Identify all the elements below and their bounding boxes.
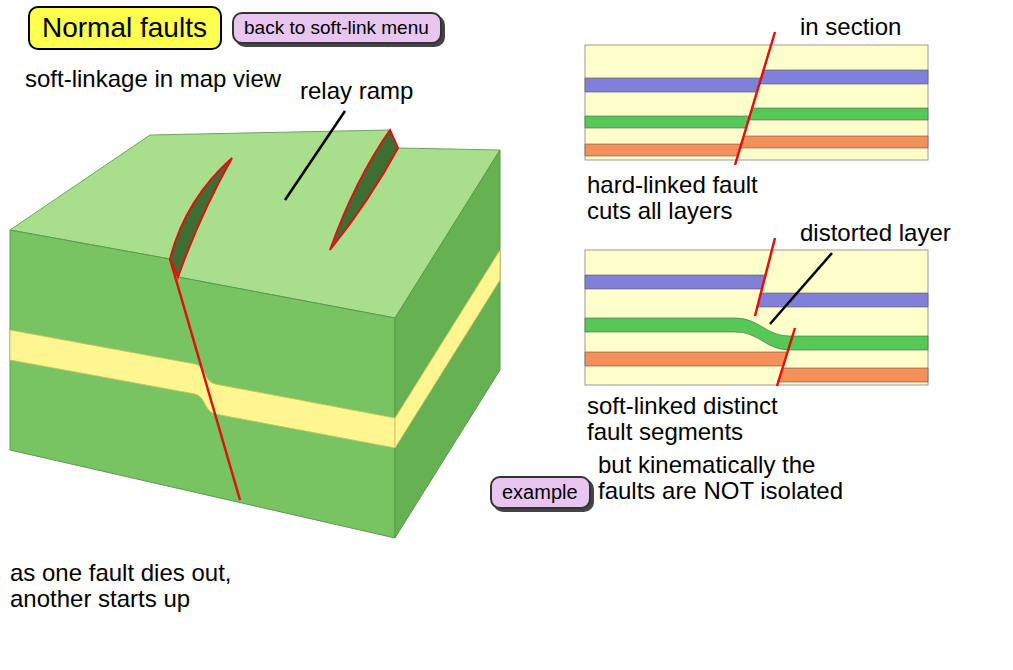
green-layer [585,116,750,128]
feature-label: distorted layer [800,220,951,246]
orange-layer [585,352,788,366]
yellow-layer-side [395,250,500,448]
section-box [585,250,928,385]
blue-layer [585,275,766,289]
orange-layer [778,368,928,382]
fault-segment [755,238,775,316]
fault-scarp [330,130,398,250]
example-button: example [490,476,591,509]
section-box [585,45,928,160]
distorted-green-layer [585,318,928,350]
label-holder: but kinematically the faults are NOT iso… [598,452,858,504]
title: Normal faults [42,12,207,44]
section-note: soft-linked distinct fault segments [587,393,807,445]
block-front-face [10,230,395,538]
title-box: Normal faults [28,6,222,50]
button-text: example [502,481,578,504]
label-holder: soft-linked distinct fault segments [587,393,807,445]
fault-trace [170,259,240,500]
fault-segment [777,328,795,386]
label-holder: as one fault dies out, another starts up [10,560,270,612]
yellow-layer-front [10,330,395,448]
blue-layer [759,70,928,84]
label-holder: distorted layer [800,220,951,246]
green-layer [749,108,929,120]
label-holder: soft-linkage in map view [25,66,281,92]
button-text: back to soft-link menu [244,17,429,39]
leader-line [285,111,345,200]
view-caption: soft-linkage in map view [25,66,281,92]
feature-label: relay ramp [300,78,413,104]
fault-line [735,32,775,165]
block-side-face [395,150,500,538]
menu-button: back to soft-link menu [232,12,442,44]
explanation-note: as one fault dies out, another starts up [10,560,270,612]
label-holder: in section [800,14,901,40]
blue-layer [757,293,928,307]
section-note: hard-linked fault cuts all layers [587,172,787,224]
orange-layer [740,136,928,148]
blue-layer [585,78,761,92]
explanation-note: but kinematically the faults are NOT iso… [598,452,858,504]
section-caption: in section [800,14,901,40]
label-holder: relay ramp [300,78,413,104]
orange-layer [585,144,741,156]
label-holder: hard-linked fault cuts all layers [587,172,787,224]
leader-line [770,253,832,324]
fault-scarp [170,158,232,277]
